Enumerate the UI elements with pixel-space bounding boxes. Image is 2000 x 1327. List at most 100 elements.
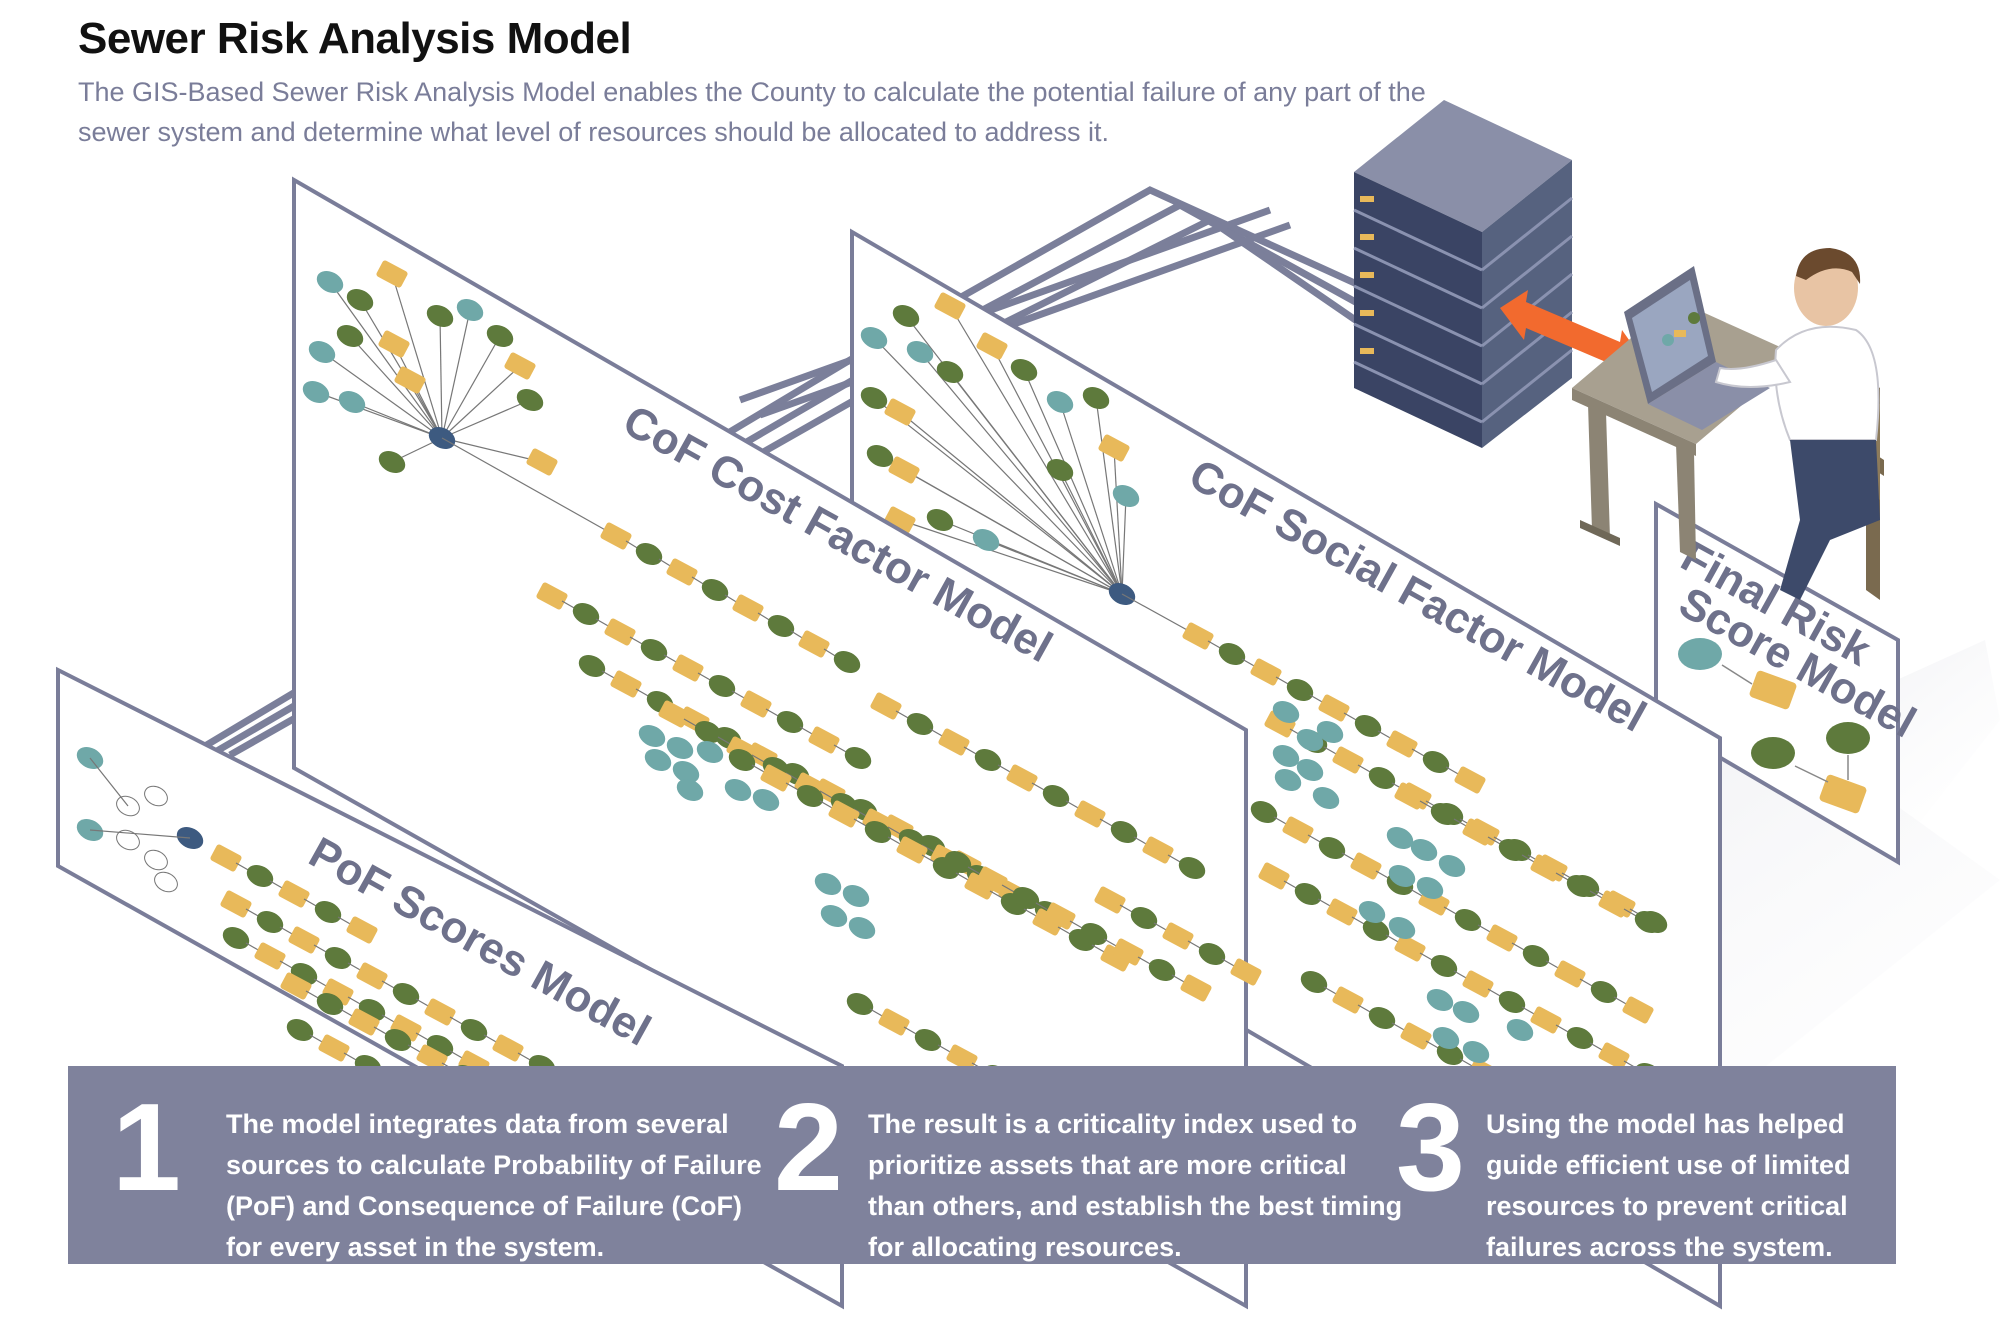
- laptop-icon: [1624, 266, 1770, 430]
- data-node: [864, 820, 892, 844]
- step-1-number: 1: [112, 1079, 181, 1217]
- data-node: [1522, 944, 1550, 968]
- teal-node: [1432, 1026, 1460, 1050]
- teal-node: [1316, 720, 1344, 744]
- teal-node: [1296, 758, 1324, 782]
- source-node: [888, 456, 920, 484]
- data-node: [1362, 918, 1390, 942]
- data-node: [1294, 882, 1322, 906]
- teal-node: [672, 760, 700, 784]
- source-node: [1046, 390, 1074, 414]
- source-node: [1046, 458, 1074, 482]
- process-node: [536, 582, 568, 610]
- process-node: [1180, 974, 1212, 1002]
- teal-node: [666, 736, 694, 760]
- process-node: [1454, 766, 1486, 794]
- source-node: [456, 298, 484, 322]
- flow-connector: [315, 391, 443, 439]
- process-node: [1032, 908, 1064, 936]
- data-node: [1218, 642, 1246, 666]
- process-node: [1486, 924, 1518, 952]
- process-node: [1326, 898, 1358, 926]
- process-node: [390, 1014, 422, 1042]
- source-node: [338, 390, 366, 414]
- step-2-text: The result is a criticality index used t…: [868, 1109, 1403, 1262]
- final-risk-panel: [1654, 500, 1900, 866]
- source-node: [378, 330, 410, 358]
- process-node: [658, 700, 690, 728]
- flow-connector: [1121, 593, 1199, 637]
- source-node: [860, 386, 888, 410]
- process-node: [672, 654, 704, 682]
- data-node: [1178, 856, 1206, 880]
- data-node: [392, 982, 420, 1006]
- teal-node: [1296, 728, 1324, 752]
- teal-node: [1462, 1040, 1490, 1064]
- flow-connector: [391, 273, 443, 439]
- data-node: [1498, 990, 1526, 1014]
- placeholder-node: [144, 785, 168, 807]
- teal-node: [848, 916, 876, 940]
- process-node: [938, 728, 970, 756]
- teal-node: [696, 740, 724, 764]
- process-node: [1332, 986, 1364, 1014]
- process-node: [798, 630, 830, 658]
- process-node: [878, 1008, 910, 1036]
- process-node: [1530, 854, 1562, 882]
- process-node: [1264, 710, 1296, 738]
- flow-connector: [985, 539, 1123, 595]
- data-node: [1368, 1006, 1396, 1030]
- process-node: [1282, 816, 1314, 844]
- process-node: [1350, 852, 1382, 880]
- data-node: [1498, 838, 1526, 862]
- teal-node: [1426, 988, 1454, 1012]
- process-node: [828, 800, 860, 828]
- teal-node: [752, 788, 780, 812]
- process-node: [946, 1044, 978, 1072]
- data-node: [914, 1028, 942, 1052]
- source-node: [336, 324, 364, 348]
- process-node: [1400, 1022, 1432, 1050]
- flow-connector: [441, 437, 617, 537]
- data-node: [314, 900, 342, 924]
- data-node: [944, 850, 972, 874]
- teal-node: [1274, 768, 1302, 792]
- process-node: [604, 618, 636, 646]
- server-rack-icon: [1353, 100, 1573, 448]
- process-node: [1530, 1006, 1562, 1034]
- source-node: [316, 270, 344, 294]
- data-node: [460, 1018, 488, 1042]
- process-node: [1554, 960, 1586, 988]
- source-node: [1010, 358, 1038, 382]
- process-node: [356, 962, 388, 990]
- data-node: [796, 784, 824, 808]
- process-node: [416, 1044, 448, 1072]
- flow-connector: [89, 757, 129, 807]
- process-node: [254, 942, 286, 970]
- source-node: [526, 448, 558, 476]
- teal-node: [1358, 900, 1386, 924]
- source-node: [1098, 434, 1130, 462]
- data-node: [1566, 1026, 1594, 1050]
- process-node: [1598, 890, 1630, 918]
- process-node: [220, 890, 252, 918]
- data-node: [1430, 802, 1458, 826]
- cof-social-panel: [850, 228, 1722, 1310]
- teal-node: [814, 872, 842, 896]
- flow-connector: [1113, 447, 1123, 595]
- source-node: [1082, 386, 1110, 410]
- process-node: [976, 866, 1008, 894]
- data-node: [844, 746, 872, 770]
- teal-node: [1386, 826, 1414, 850]
- source-node: [972, 528, 1000, 552]
- process-node: [666, 558, 698, 586]
- placeholder-node: [144, 849, 168, 871]
- source-node: [936, 360, 964, 384]
- data-node: [316, 992, 344, 1016]
- data-node: [1422, 750, 1450, 774]
- process-node: [424, 998, 456, 1026]
- source-node: [892, 304, 920, 328]
- process-node: [1006, 764, 1038, 792]
- data-node: [776, 710, 804, 734]
- data-node: [578, 654, 606, 678]
